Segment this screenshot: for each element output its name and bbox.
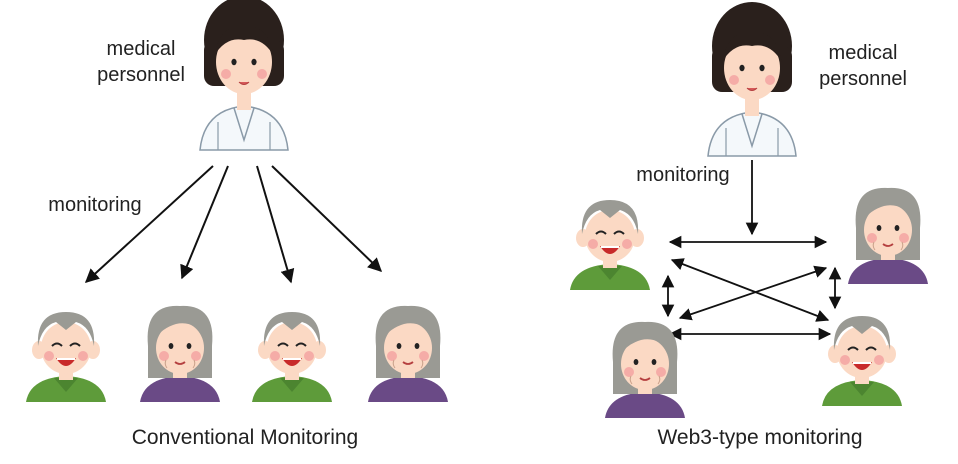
arrow-to-patient-1 — [84, 165, 214, 283]
grandma-figure-2 — [367, 305, 449, 403]
grandpa-figure-web3-bottom-right — [821, 315, 903, 407]
medical-personnel-label-conventional: medical personnel — [86, 36, 196, 88]
grandma-figure-web3-bottom-left — [604, 321, 686, 419]
conventional-monitoring-caption: Conventional Monitoring — [131, 426, 359, 449]
monitoring-arrows-web3 — [661, 160, 842, 341]
monitoring-arrows-conventional — [84, 165, 383, 284]
medical-personnel-line1: medical — [828, 42, 898, 64]
doctor-figure-conventional — [199, 0, 289, 151]
arrow-to-patient-2 — [180, 165, 229, 280]
monitoring-label-conventional: monitoring — [48, 194, 142, 216]
grandpa-figure-1 — [25, 311, 107, 403]
monitoring-label-web3: monitoring — [636, 164, 730, 186]
medical-personnel-line1: medical — [106, 38, 176, 60]
arrow-to-patient-4 — [271, 165, 383, 272]
arrow-to-patient-3 — [256, 165, 295, 284]
grandma-figure-web3-top-right — [847, 187, 929, 285]
grandma-figure-1 — [139, 305, 221, 403]
medical-personnel-line2: personnel — [819, 68, 907, 90]
arrow-diagonal-down — [670, 258, 830, 322]
doctor-figure-web3 — [707, 1, 797, 157]
grandpa-figure-2 — [251, 311, 333, 403]
medical-personnel-label-web3: medical personnel — [808, 40, 918, 92]
arrow-diagonal-up — [678, 265, 828, 321]
grandpa-figure-web3-top-left — [569, 199, 651, 291]
medical-personnel-line2: personnel — [97, 64, 185, 86]
web3-monitoring-caption: Web3-type monitoring — [657, 426, 863, 449]
